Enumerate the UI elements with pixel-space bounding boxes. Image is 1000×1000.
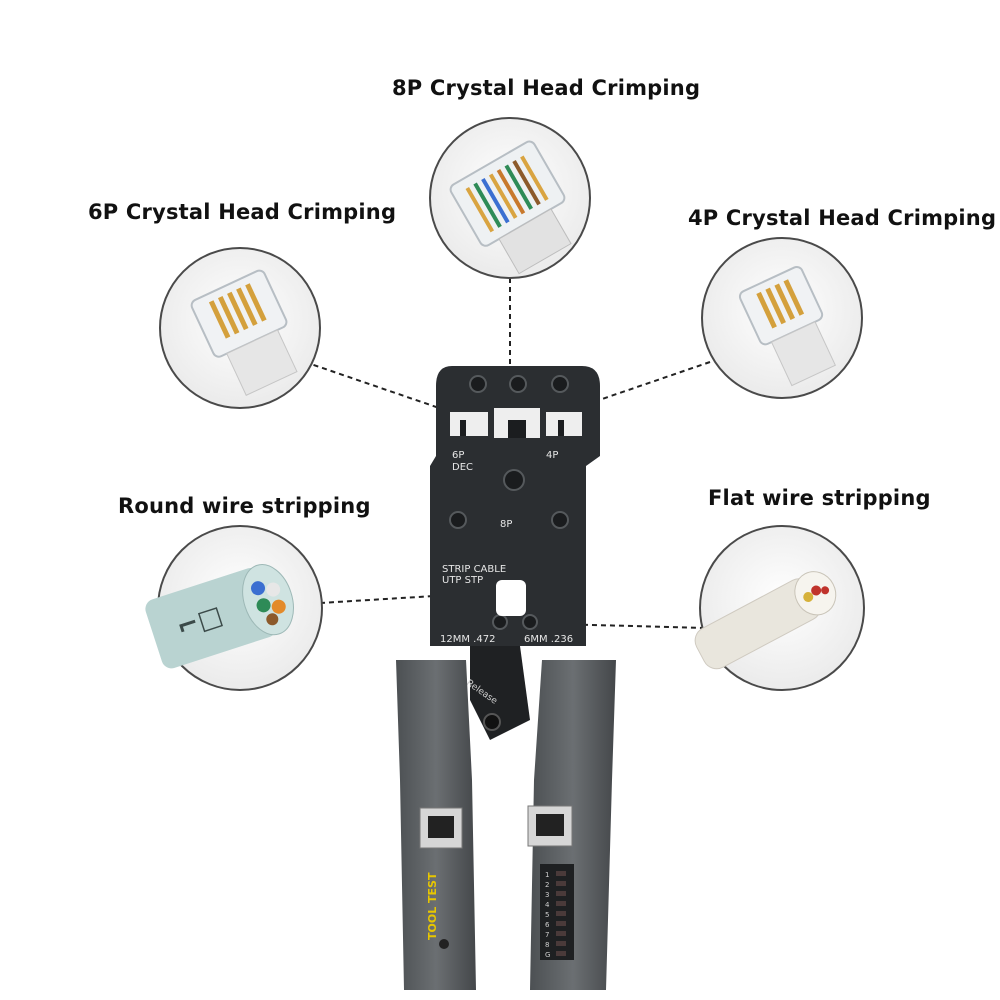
marking-dec: DEC: [452, 462, 473, 473]
led-light: [556, 871, 566, 876]
led-number-label: G: [545, 951, 550, 959]
leader-line-6p: [304, 361, 446, 411]
label-flat-wire-stripping: Flat wire stripping: [708, 486, 931, 510]
led-number-label: 5: [545, 911, 549, 919]
led-number-label: 2: [545, 881, 549, 889]
label-4p-crimping: 4P Crystal Head Crimping: [688, 206, 997, 230]
led-indicators: 1 2 3 4 5 6 7 8G: [545, 871, 566, 959]
circle-flat-wire: [694, 525, 865, 691]
led-number-label: 6: [545, 921, 550, 929]
power-button-icon: [439, 939, 449, 949]
label-8p-crimping: 8P Crystal Head Crimping: [392, 76, 701, 100]
label-round-wire-stripping: Round wire stripping: [118, 494, 371, 518]
leader-line-4p: [569, 361, 711, 411]
circle-8p-connector: [429, 117, 591, 279]
marking-4p: 4P: [546, 450, 558, 461]
led-number-label: 7: [545, 931, 549, 939]
led-number-label: 3: [545, 891, 549, 899]
led-light: [556, 951, 566, 956]
led-number-label: 8: [545, 941, 549, 949]
brand-label: TOOL TEST: [426, 872, 439, 940]
pivot-icon: [483, 713, 501, 731]
die-slot-6p: [450, 412, 488, 436]
circle-4p-connector: [701, 237, 863, 399]
marking-utp-stp: UTP STP: [442, 575, 483, 586]
label-6p-crimping: 6P Crystal Head Crimping: [88, 200, 397, 224]
marking-strip-cable: STRIP CABLE: [442, 564, 506, 575]
strip-cavity: [496, 580, 526, 616]
marking-8p: 8P: [500, 519, 512, 530]
led-light: [556, 941, 566, 946]
led-light: [556, 881, 566, 886]
circle-6p-connector: [159, 247, 321, 409]
marking-6mm: 6MM .236: [524, 634, 573, 645]
led-light: [556, 901, 566, 906]
circle-round-wire: ⌐□: [145, 525, 323, 691]
led-light: [556, 931, 566, 936]
rj45-port-right: [527, 805, 573, 847]
marking-6p: 6P: [452, 450, 464, 461]
led-number-label: 4: [545, 901, 550, 909]
leader-line-round: [319, 591, 501, 604]
led-light: [556, 891, 566, 896]
crimping-tool: 6P DEC 4P 8P STRIP CABLE UTP STP 12MM .4…: [396, 366, 616, 990]
led-light: [556, 911, 566, 916]
marking-12mm: 12MM .472: [440, 634, 495, 645]
led-light: [556, 921, 566, 926]
screw-icons: [449, 375, 569, 630]
led-number-label: 1: [545, 871, 549, 879]
